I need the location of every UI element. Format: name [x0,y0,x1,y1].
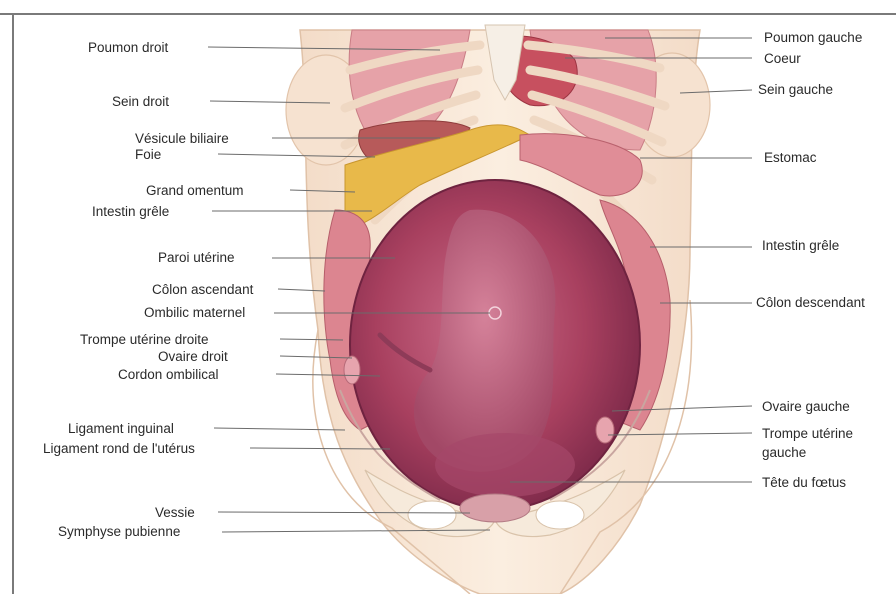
label-poumon-gauche: Poumon gauche [764,30,862,46]
label-estomac: Estomac [764,150,817,166]
label-ovaire-gauche: Ovaire gauche [762,399,850,415]
label-colon-ascendant: Côlon ascendant [152,282,253,298]
label-vesicule-biliaire: Vésicule biliaire [135,131,229,147]
left-ovary [596,417,614,443]
label-vessie: Vessie [155,505,195,521]
label-trompe-uterine-gauche-line2: gauche [762,445,806,461]
label-grand-omentum: Grand omentum [146,183,244,199]
label-ligament-inguinal: Ligament inguinal [68,421,174,437]
label-intestin-grele-gauche: Intestin grêle [762,238,839,254]
label-trompe-uterine-gauche-line1: Trompe utérine [762,426,853,442]
fetal-head [435,433,575,497]
bladder [460,494,530,522]
label-poumon-droit: Poumon droit [88,40,168,56]
label-symphyse-pubienne: Symphyse pubienne [58,524,180,540]
label-foie: Foie [135,147,161,163]
label-ovaire-droit: Ovaire droit [158,349,228,365]
right-ovary [344,356,360,384]
label-coeur: Coeur [764,51,801,67]
label-trompe-uterine-droite: Trompe utérine droite [80,332,209,348]
label-tete-du-foetus: Tête du fœtus [762,475,846,491]
obturator-left [536,501,584,529]
label-sein-droit: Sein droit [112,94,169,110]
label-colon-descendant: Côlon descendant [756,295,865,311]
label-intestin-grele-droit: Intestin grêle [92,204,169,220]
label-paroi-uterine: Paroi utérine [158,250,235,266]
label-ligament-rond: Ligament rond de l'utérus [43,441,195,457]
label-ombilic-maternel: Ombilic maternel [144,305,245,321]
obturator-right [408,501,456,529]
label-cordon-ombilical: Cordon ombilical [118,367,219,383]
label-sein-gauche: Sein gauche [758,82,833,98]
